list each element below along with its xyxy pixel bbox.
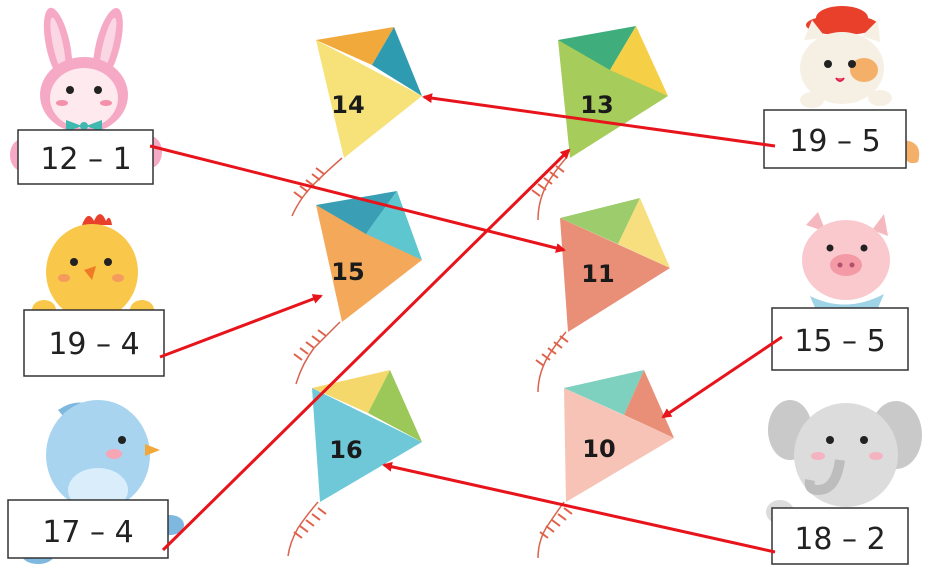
match-line-19-4-to-15 [159,294,323,359]
kite-13: 13 [531,26,668,221]
expression-box-12-1[interactable]: 12 – 1 [17,129,154,185]
kite-number: 15 [331,258,364,286]
match-line-19-5-to-14 [422,93,776,148]
expression-box-15-5[interactable]: 15 – 5 [771,307,909,371]
kite-14: 14 [291,27,422,217]
match-line-12-1-to-11 [149,144,566,253]
expression-label: 18 – 2 [794,522,885,557]
match-line-17-4-to-13 [161,148,571,552]
match-lines [149,93,783,554]
expression-label: 17 – 4 [42,515,133,550]
chick-icon [32,214,154,320]
kite-16: 16 [287,370,422,557]
expression-box-18-2[interactable]: 18 – 2 [771,507,909,565]
expression-label: 12 – 1 [40,142,131,177]
expression-box-19-4[interactable]: 19 – 4 [23,309,165,377]
kite-10: 10 [537,370,674,559]
bunny-icon [10,7,162,171]
match-line-15-5-to-10 [661,335,783,419]
kite-number: 11 [581,260,614,288]
expression-label: 19 – 5 [789,124,880,159]
pig-icon [802,212,890,313]
kite-number: 10 [582,435,615,463]
elephant-icon [766,400,922,524]
kite-number: 16 [329,436,362,464]
expression-label: 15 – 5 [794,324,885,359]
kite-number: 14 [331,91,364,119]
kite-11: 11 [535,198,670,393]
kite-body [316,40,422,158]
kite-15: 15 [293,191,422,385]
expression-label: 19 – 4 [48,327,139,362]
cat-icon [800,6,920,164]
kite-number: 13 [580,91,613,119]
expression-box-19-5[interactable]: 19 – 5 [763,109,907,169]
expression-box-17-4[interactable]: 17 – 4 [7,499,169,559]
match-line-18-2-to-16 [382,461,776,554]
